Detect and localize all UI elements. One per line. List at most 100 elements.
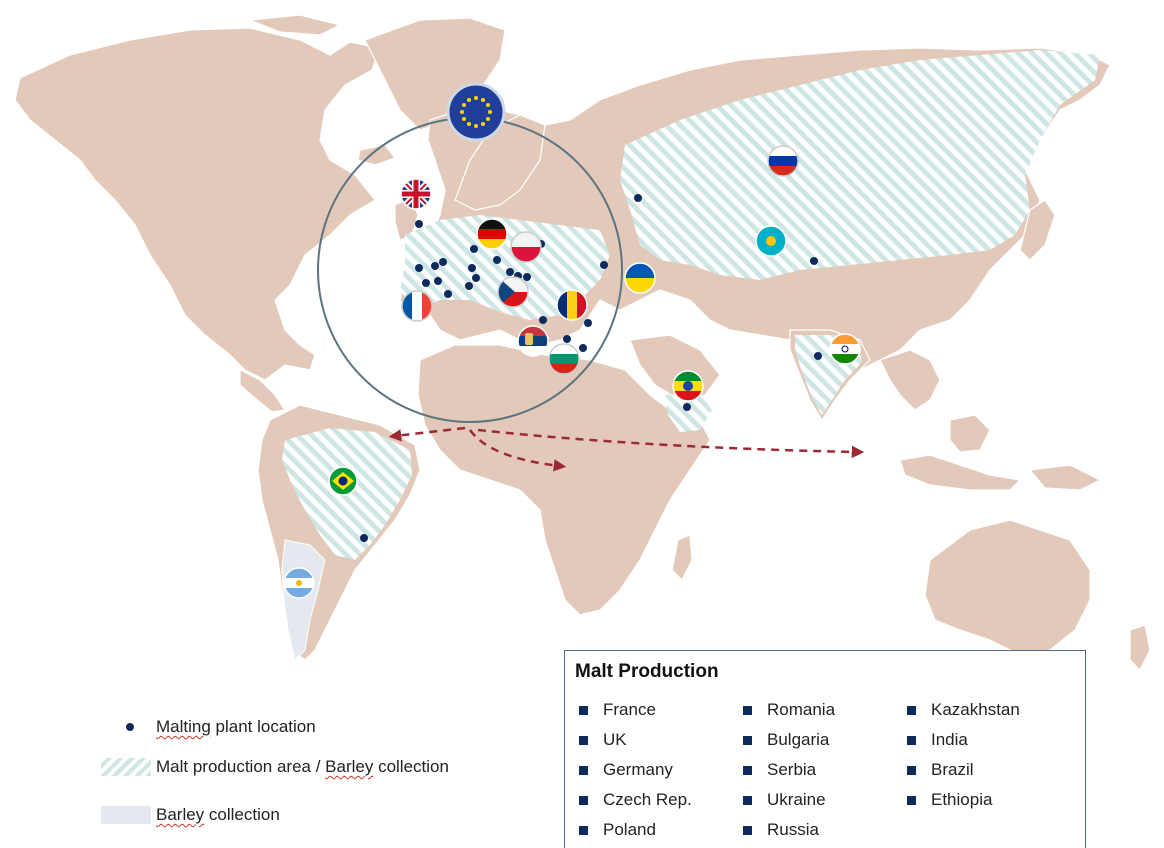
list-item: France xyxy=(579,695,692,725)
north-america xyxy=(14,27,381,381)
square-bullet-icon xyxy=(579,735,588,745)
plant-dot xyxy=(439,258,447,266)
plant-dot xyxy=(523,273,531,281)
list-item: Serbia xyxy=(743,755,835,785)
square-bullet-icon xyxy=(743,705,752,715)
square-bullet-icon xyxy=(579,705,588,715)
japan xyxy=(1019,199,1056,261)
plant-dot xyxy=(465,282,473,290)
legend-barley-label-b: collection xyxy=(204,805,280,824)
list-item: Ethiopia xyxy=(907,785,1020,815)
malt-production-box: Malt Production France UK Germany Czech … xyxy=(564,650,1086,848)
legend-area-label-b: Barley xyxy=(325,757,374,776)
flag-france xyxy=(401,290,433,322)
plant-dot xyxy=(584,319,592,327)
malt-col-2: Romania Bulgaria Serbia Ukraine Russia xyxy=(743,695,835,845)
plant-dot xyxy=(683,403,691,411)
hatch-ethiopia xyxy=(665,392,712,432)
flag-poland xyxy=(510,231,542,263)
flag-uk xyxy=(400,178,432,210)
malt-production-title: Malt Production xyxy=(575,661,719,682)
legend-area-label-a: Malt production area / xyxy=(156,757,326,776)
flag-argentina xyxy=(283,567,315,599)
new-zealand xyxy=(1129,624,1151,672)
plant-dot xyxy=(415,220,423,228)
legend-plant-label: Malting plant location xyxy=(156,717,316,736)
list-item: Russia xyxy=(743,815,835,845)
plant-dot xyxy=(539,316,547,324)
list-item: Czech Rep. xyxy=(579,785,692,815)
indonesia xyxy=(899,454,1022,491)
legend-barley: Barley collection xyxy=(100,800,280,830)
malt-col-1: France UK Germany Czech Rep. Poland xyxy=(579,695,692,845)
flag-brazil xyxy=(328,466,358,496)
flag-eu xyxy=(446,82,506,142)
plant-dot xyxy=(444,290,452,298)
plant-dot xyxy=(470,245,478,253)
madagascar xyxy=(671,534,693,582)
flag-germany xyxy=(476,218,508,250)
legend-area-label-c: collection xyxy=(373,757,449,776)
hatch-europe xyxy=(400,215,610,320)
plant-dot xyxy=(431,262,439,270)
flag-kazakhstan xyxy=(755,225,787,257)
list-item: Kazakhstan xyxy=(907,695,1020,725)
map-legend: Malting plant location Malt production a… xyxy=(100,712,540,842)
flag-bulgaria xyxy=(548,343,580,375)
new-guinea xyxy=(1028,464,1102,491)
square-bullet-icon xyxy=(907,735,916,745)
flag-serbia xyxy=(517,325,549,357)
plant-dot xyxy=(600,261,608,269)
flag-ethiopia xyxy=(672,370,704,402)
arctic-islands xyxy=(249,14,342,36)
list-item: Germany xyxy=(579,755,692,785)
legend-barley-label-a: Barley xyxy=(156,805,205,824)
list-item: Brazil xyxy=(907,755,1020,785)
plant-dot xyxy=(415,264,423,272)
central-america xyxy=(239,369,287,413)
flag-czech xyxy=(497,276,529,308)
list-item: Poland xyxy=(579,815,692,845)
square-bullet-icon xyxy=(743,765,752,775)
list-item: Romania xyxy=(743,695,835,725)
plant-dot xyxy=(814,352,822,360)
scandinavia xyxy=(454,114,546,211)
plant-dot xyxy=(434,277,442,285)
southeast-asia xyxy=(879,349,941,411)
square-bullet-icon xyxy=(579,765,588,775)
australia xyxy=(924,519,1091,656)
plant-dot xyxy=(493,256,501,264)
plant-dot xyxy=(422,279,430,287)
hatch-russia xyxy=(620,50,1100,280)
plant-dot xyxy=(634,194,642,202)
arrow-to-asia xyxy=(477,428,865,459)
flag-russia xyxy=(767,145,799,177)
square-bullet-icon xyxy=(743,795,752,805)
hatch-swatch-icon xyxy=(101,758,151,776)
list-item: UK xyxy=(579,725,692,755)
arrow-to-south-america xyxy=(388,426,466,442)
legend-plant: Malting plant location xyxy=(100,712,316,742)
flag-romania xyxy=(556,289,588,321)
plant-dot xyxy=(579,344,587,352)
list-item: Ukraine xyxy=(743,785,835,815)
list-item: India xyxy=(907,725,1020,755)
square-bullet-icon xyxy=(907,795,916,805)
square-bullet-icon xyxy=(579,795,588,805)
plant-dot xyxy=(360,534,368,542)
flag-india xyxy=(829,333,861,365)
plant-dot xyxy=(563,335,571,343)
square-bullet-icon xyxy=(743,735,752,745)
plant-dot xyxy=(810,257,818,265)
plant-dot xyxy=(506,268,514,276)
square-bullet-icon xyxy=(907,705,916,715)
malt-col-3: Kazakhstan India Brazil Ethiopia xyxy=(907,695,1020,815)
plant-dot-icon xyxy=(126,723,134,731)
square-bullet-icon xyxy=(743,825,752,835)
africa xyxy=(417,344,711,616)
square-bullet-icon xyxy=(579,825,588,835)
borneo xyxy=(949,414,991,453)
flag-ukraine xyxy=(624,262,656,294)
list-item: Bulgaria xyxy=(743,725,835,755)
